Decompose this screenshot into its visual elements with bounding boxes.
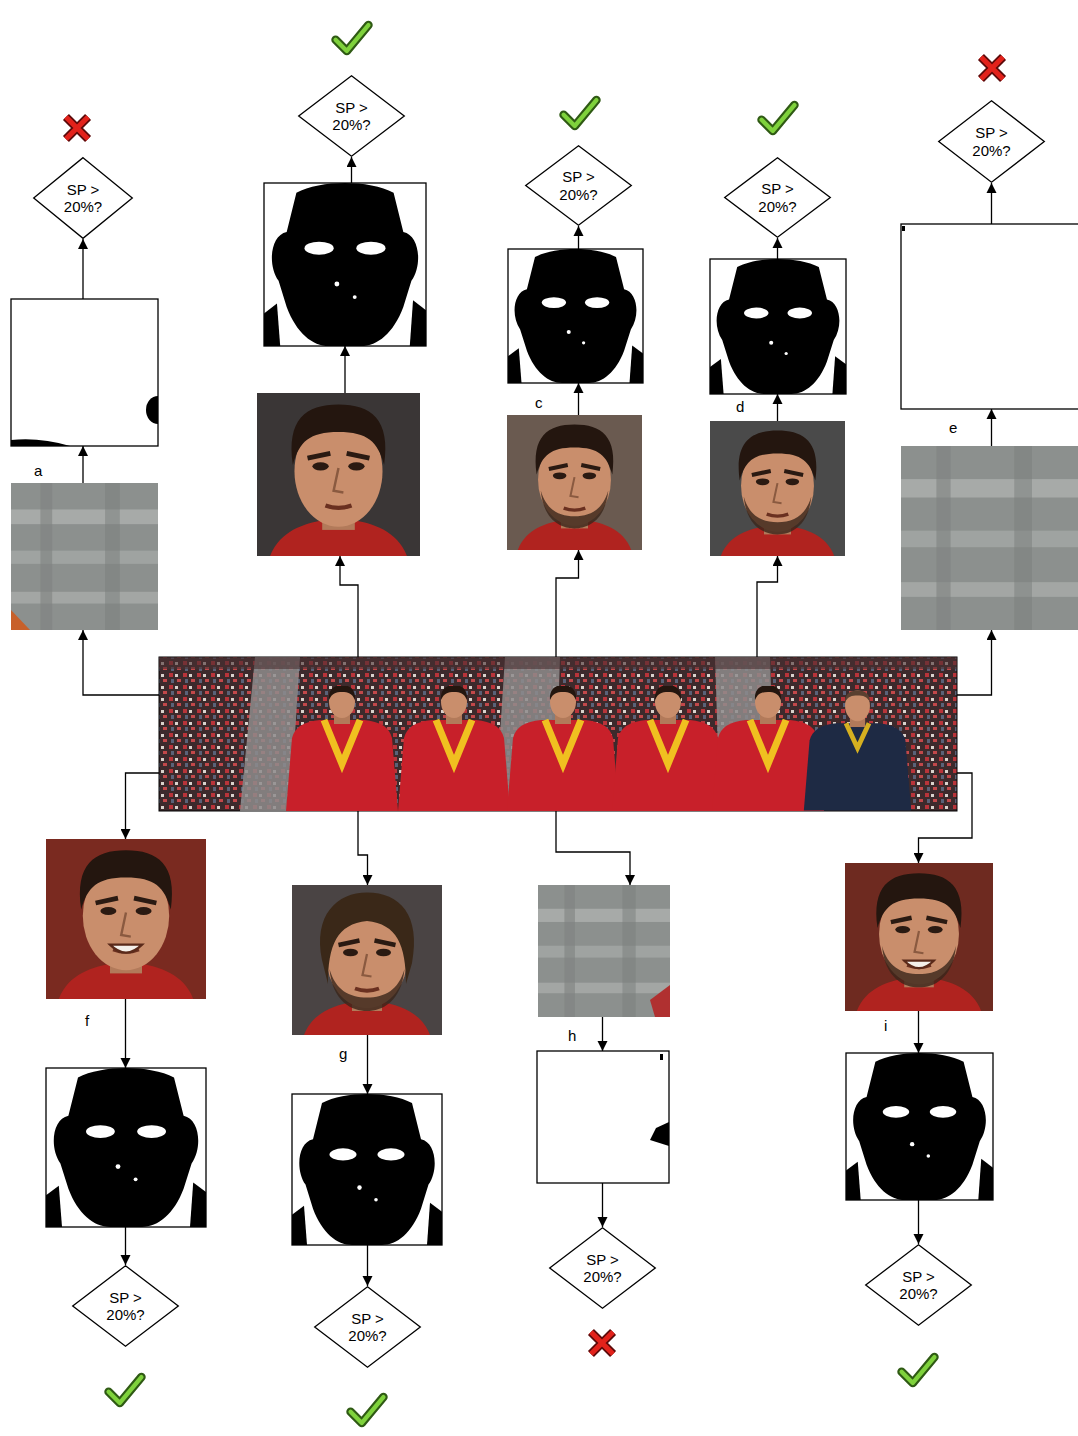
image-crop: h [538,885,670,1017]
image-crop: f [46,839,206,999]
decision-label: SP > 20%? [897,1268,941,1303]
arrowhead [121,1255,131,1265]
decision-diamond: SP > 20%? [298,75,405,157]
decision-label: SP > 20%? [330,99,374,134]
decision-diamond: SP > 20%? [724,157,831,238]
image-crop: a [11,483,158,630]
crop-letter: f [84,1013,90,1028]
arrowhead [78,239,88,249]
diamond-shape [866,1245,972,1326]
decision-diamond: SP > 20%? [314,1286,421,1368]
arrowhead [574,226,584,236]
arrowhead [773,238,783,248]
decision-diamond: SP > 20%? [72,1265,179,1347]
layout-arrows [83,157,992,885]
result-marks [66,25,1003,1423]
mask-arrowheads [78,383,997,1094]
diamond-shape [526,146,632,226]
arrowhead [363,1276,373,1286]
decision-diamond: SP > 20%? [33,157,133,239]
face-crops [11,393,1078,1035]
decision-label: SP > 20%? [104,1289,148,1324]
image-crop: i [845,863,993,1011]
decision-label: SP > 20%? [756,180,800,215]
crop-letter: i [883,1018,888,1033]
arrowhead [914,1234,924,1244]
decision-diamond: SP > 20%? [525,145,632,226]
team-photo [159,657,957,811]
image-crop: d [710,421,845,556]
decision-diamond: SP > 20%? [549,1227,656,1309]
diamond-shape [34,158,133,239]
crop-letter: e [948,420,958,435]
image-crop: g [292,885,442,1035]
decision-label: SP > 20%? [970,124,1014,159]
decision-label: SP > 20%? [581,1251,625,1286]
diamond-shape [725,158,831,238]
crop-letter: h [567,1028,577,1043]
crop-letter: g [338,1046,348,1061]
diamond-shape [550,1228,656,1309]
decision-label: SP > 20%? [346,1310,390,1345]
binary-masks [11,183,1078,1245]
decision-label: SP > 20%? [557,168,601,203]
crop-letter: d [735,399,745,414]
diamond-shape [939,101,1045,183]
diamond-shape [73,1266,179,1347]
decision-diamond: SP > 20%? [865,1244,972,1326]
diamond-shape [315,1287,421,1368]
crop-letter: a [33,463,43,478]
diamond-shape [299,76,405,157]
crop-letter: c [534,395,544,410]
arrowhead [987,183,997,193]
image-crop: e [901,446,1078,630]
arrowhead [598,1217,608,1227]
image-crop: c [507,415,642,550]
decision-label: SP > 20%? [61,181,105,216]
decision-diamond: SP > 20%? [938,100,1045,183]
